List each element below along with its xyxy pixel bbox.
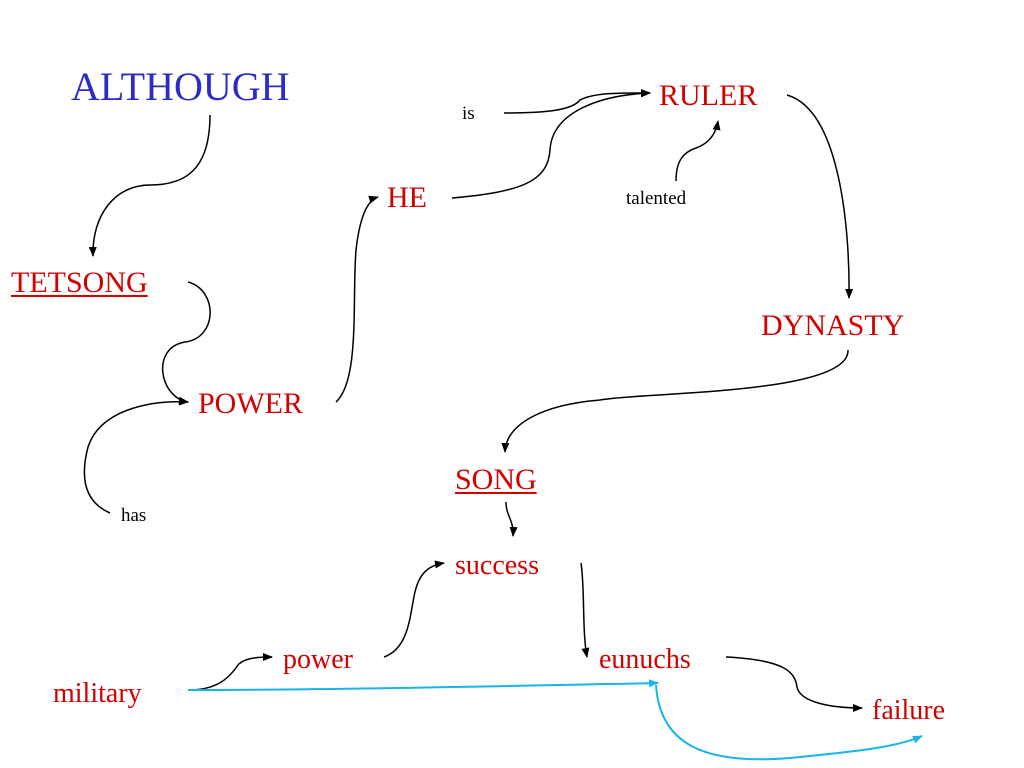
arrow-he-ruler <box>451 89 651 199</box>
dynasty-node: DYNASTY <box>761 309 905 342</box>
he-node: HE <box>387 181 427 214</box>
tetsong-node: TETSONG <box>11 266 148 299</box>
arrow-military-power <box>187 653 273 691</box>
power-upper-node: POWER <box>198 387 303 420</box>
arrow-talented-ruler <box>675 120 721 182</box>
is-label: is <box>462 103 475 124</box>
eunuchs-node: eunuchs <box>599 644 691 675</box>
arrow-has-power <box>83 397 189 514</box>
although-node: ALTHOUGH <box>71 64 290 109</box>
success-node: success <box>455 550 539 581</box>
power-lower-node: power <box>283 644 353 675</box>
talented-label: talented <box>626 188 687 209</box>
arrow-dynasty-song <box>501 349 849 453</box>
failure-node: failure <box>872 695 946 726</box>
arrow-tetsong-power <box>161 281 211 405</box>
arrow-is-ruler <box>503 88 651 114</box>
arrow-military-eunuchs <box>187 679 659 691</box>
arrow-although-tetsong <box>88 114 211 257</box>
arrow-song-success <box>505 501 518 537</box>
arrow-power-success <box>383 560 445 658</box>
ruler-node: RULER <box>659 79 758 112</box>
military-node: military <box>53 678 142 709</box>
arrow-ruler-dynasty <box>786 94 854 299</box>
arrow-eunuchs-failure-highlight <box>655 684 923 761</box>
song-node: SONG <box>455 463 537 496</box>
arrow-success-eunuchs <box>580 562 590 658</box>
arrow-eunuchs-failure <box>725 656 863 712</box>
arrow-power-he <box>335 195 379 403</box>
has-label: has <box>121 505 147 526</box>
